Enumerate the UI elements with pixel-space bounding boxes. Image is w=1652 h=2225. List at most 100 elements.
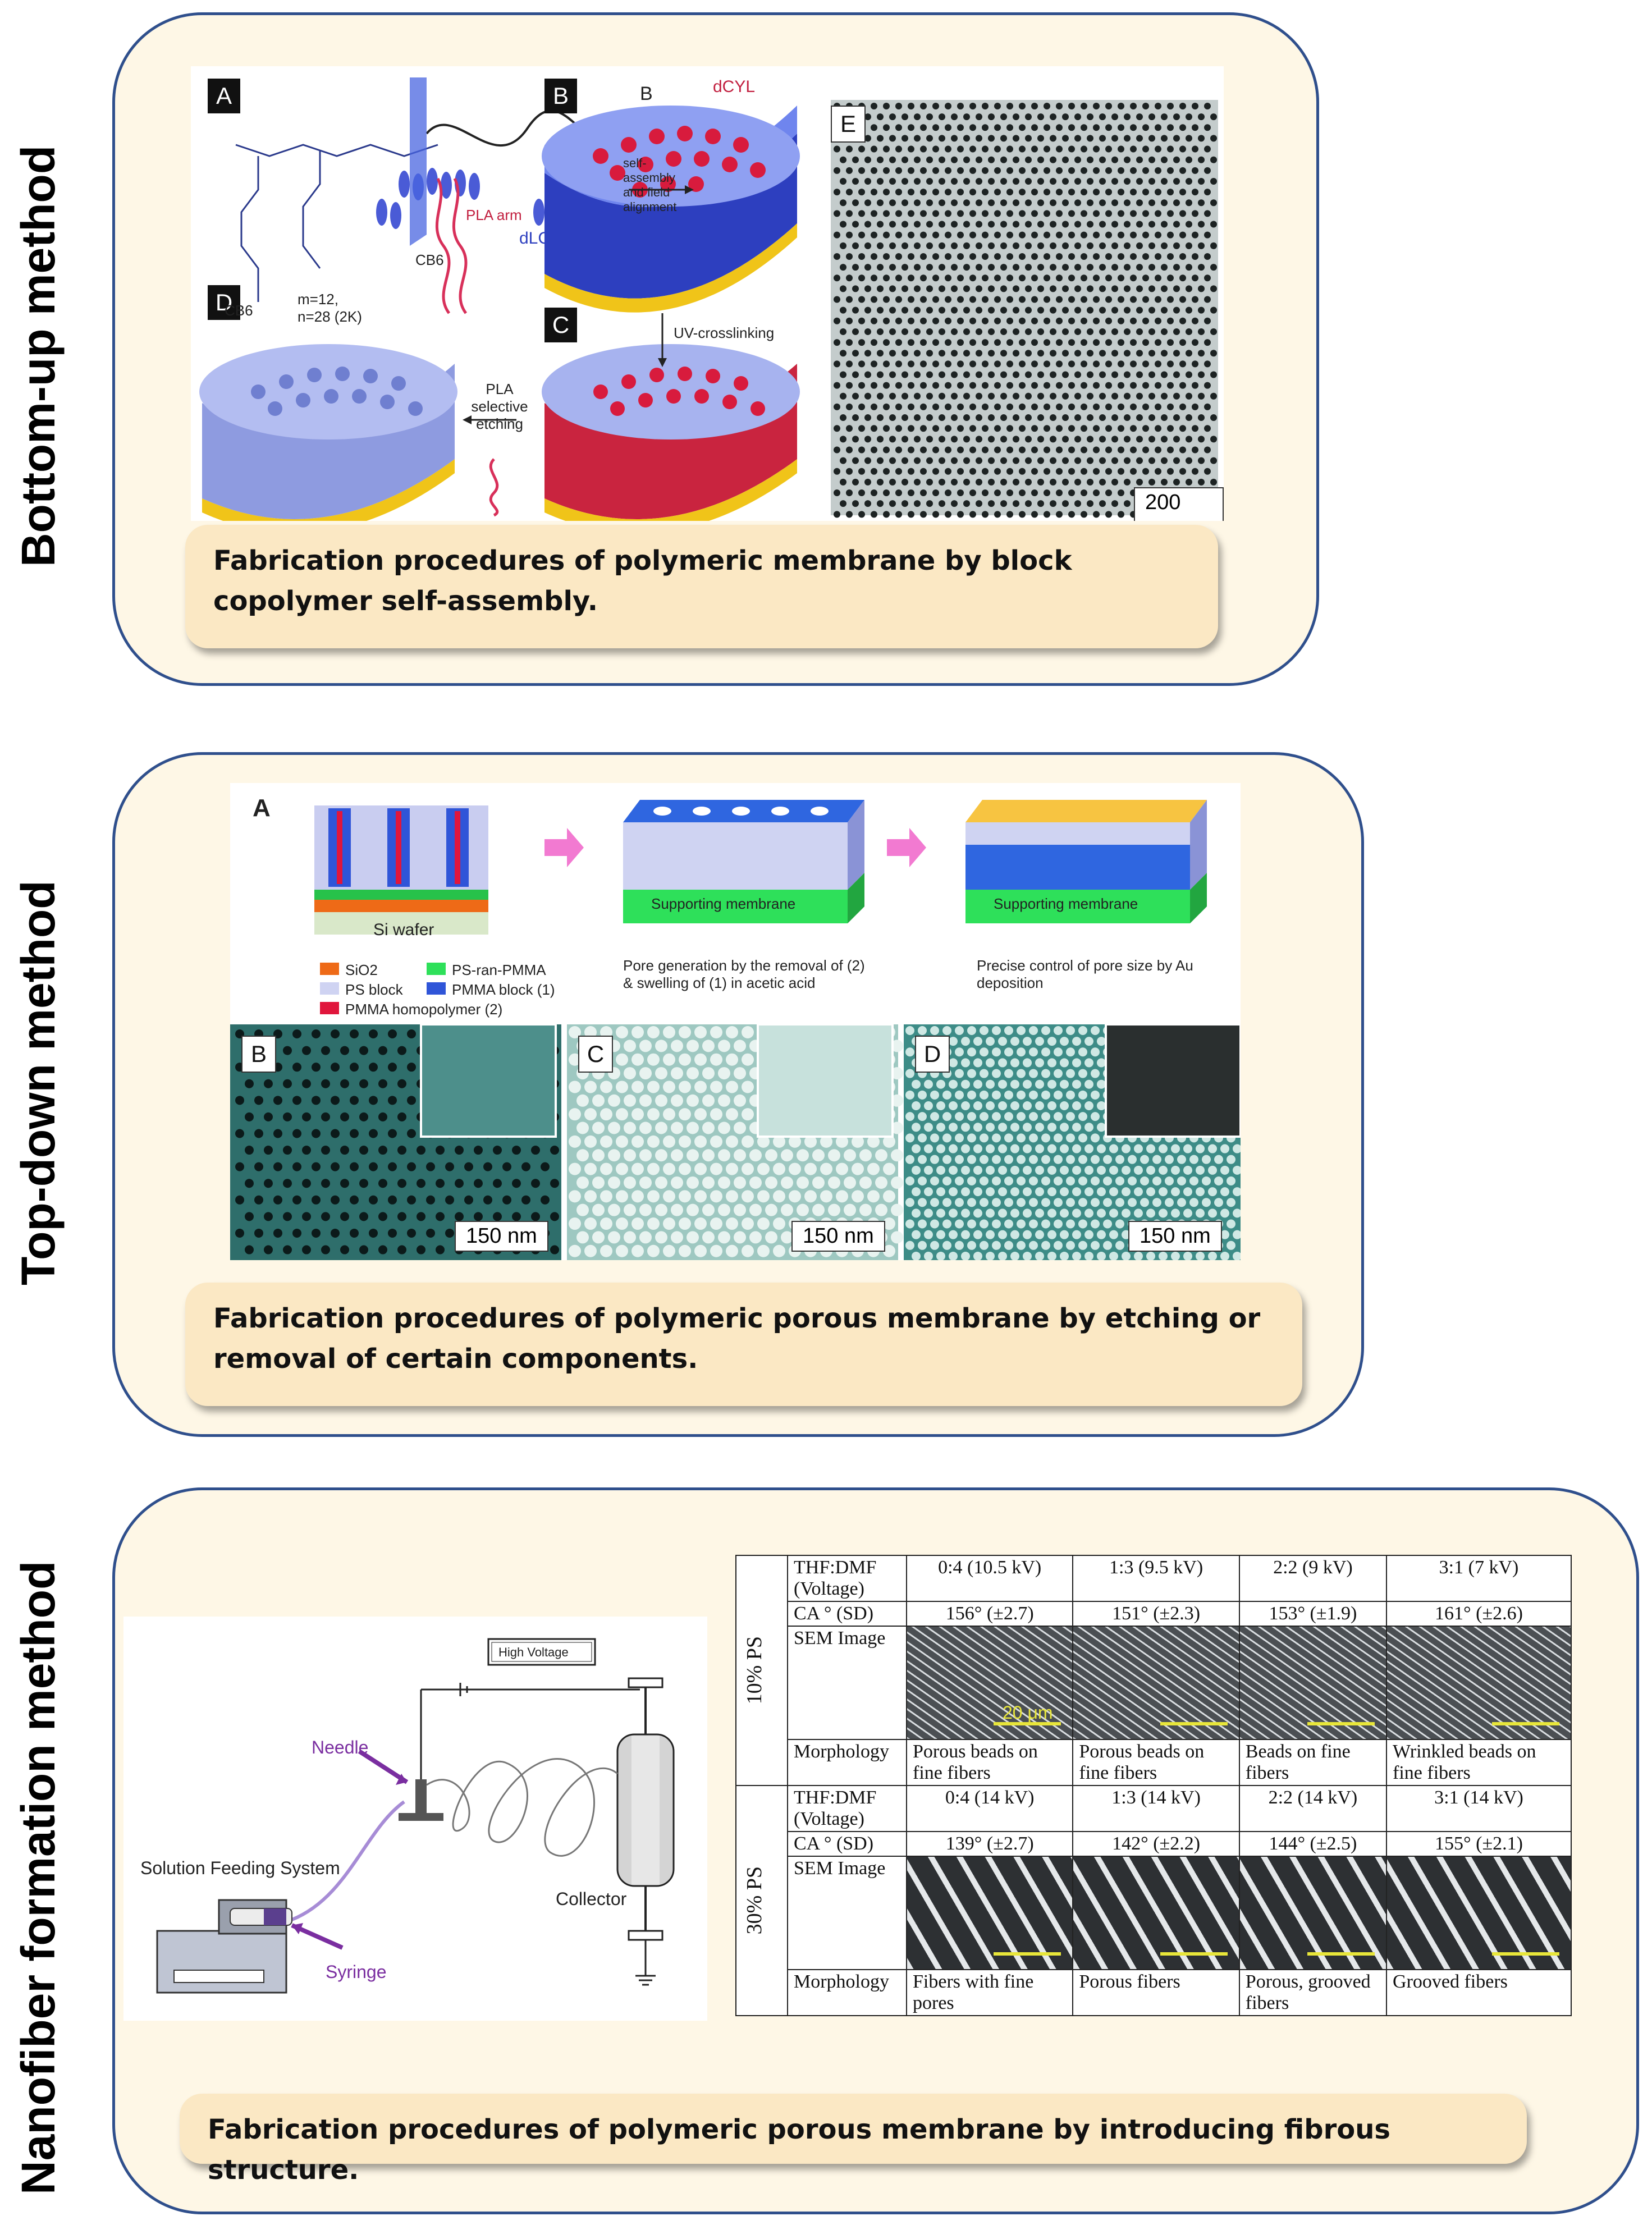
- top-down-label-b: B: [241, 1036, 276, 1073]
- header-cell: 3:1 (7 kV): [1386, 1555, 1572, 1602]
- chain-length-label: m=12, n=28 (2K): [298, 291, 362, 325]
- bottom-up-caption: Fabrication procedures of polymeric memb…: [185, 525, 1218, 648]
- sem-image: [1238, 1626, 1388, 1740]
- ca-cell: 161° (±2.6): [1386, 1601, 1572, 1627]
- top-down-caption: Fabrication procedures of polymeric poro…: [185, 1283, 1302, 1406]
- pla-etching-label: PLA selective etching: [471, 381, 528, 432]
- header-cell: 1:3 (14 kV): [1072, 1785, 1240, 1832]
- table-row: SEM Image 20 μm: [736, 1626, 1572, 1740]
- header-cell: 2:2 (14 kV): [1238, 1785, 1388, 1832]
- top-down-label-c: C: [578, 1036, 613, 1073]
- ca-cell: 144° (±2.5): [1238, 1831, 1388, 1857]
- table-row: Morphology Porous beads on fine fibers P…: [736, 1739, 1572, 1786]
- ca-label: CA ° (SD): [787, 1831, 907, 1857]
- morphology-label: Morphology: [787, 1739, 907, 1786]
- top-down-diagram: [230, 800, 1241, 1260]
- syringe-label: Syringe: [326, 1962, 387, 1982]
- sem-image: [1072, 1626, 1240, 1740]
- ca-cell: 139° (±2.7): [905, 1831, 1074, 1857]
- electrospinning-setup: High Voltage Needle Solution Feeding Sys…: [123, 1617, 707, 2021]
- sem-image: [1386, 1626, 1572, 1740]
- legend-sio2: SiO2: [345, 962, 378, 978]
- header-label: THF:DMF (Voltage): [787, 1785, 907, 1832]
- morph-cell: Porous, grooved fibers: [1238, 1969, 1388, 2016]
- morph-cell: Porous beads on fine fibers: [905, 1739, 1074, 1786]
- sem-label: SEM Image: [787, 1856, 907, 1970]
- sem-image: [905, 1856, 1074, 1970]
- sem-c-grains: [569, 1026, 903, 1257]
- sem-c-scale: 150 nm: [791, 1221, 885, 1252]
- header-cell: 0:4 (14 kV): [905, 1785, 1074, 1832]
- legend-pmma-block: PMMA block (1): [452, 981, 555, 998]
- ca-cell: 153° (±1.9): [1238, 1601, 1388, 1627]
- ca-label: CA ° (SD): [787, 1601, 907, 1627]
- sem-label: SEM Image: [787, 1626, 907, 1740]
- top-down-label-d: D: [915, 1036, 950, 1073]
- table-row: SEM Image: [736, 1856, 1572, 1970]
- panel-label-c: C: [544, 308, 577, 342]
- ca-cell: 155° (±2.1): [1386, 1831, 1572, 1857]
- legend-ps-ran-pmma: PS-ran-PMMA: [452, 962, 546, 978]
- top-down-figure: A Si wafer Supporting membrane Supportin…: [230, 783, 1241, 1260]
- bottom-up-side-label: Bottom-up method: [12, 145, 65, 567]
- cb6-label-2: CB6: [225, 302, 253, 319]
- sem-b-scale: 150 nm: [455, 1221, 548, 1252]
- ca-cell: 156° (±2.7): [905, 1601, 1074, 1627]
- group-label-30ps: 30% PS: [743, 1866, 766, 1935]
- self-assembly-label: self-assembly and field alignment: [623, 156, 677, 214]
- solution-feeding-label: Solution Feeding System: [140, 1858, 340, 1878]
- field-b-label: B: [640, 83, 653, 104]
- step3-text: Precise control of pore size by Au depos…: [977, 957, 1193, 991]
- ca-cell: 142° (±2.2): [1072, 1831, 1240, 1857]
- sem-e-pores: [834, 103, 1217, 518]
- sem-image: [1386, 1856, 1572, 1970]
- nanofiber-side-label: Nanofiber formation method: [12, 1560, 65, 2195]
- morph-cell: Grooved fibers: [1386, 1969, 1572, 2016]
- collector-label: Collector: [556, 1889, 627, 1909]
- header-cell: 1:3 (9.5 kV): [1072, 1555, 1240, 1602]
- top-down-label-a: A: [253, 794, 271, 822]
- supporting-membrane-2: Supporting membrane: [994, 895, 1138, 912]
- morph-cell: Beads on fine fibers: [1238, 1739, 1388, 1786]
- header-cell: 0:4 (10.5 kV): [905, 1555, 1074, 1602]
- d-cyl-label: dCYL: [713, 77, 756, 96]
- table-row: 10% PS THF:DMF (Voltage) 0:4 (10.5 kV) 1…: [735, 1555, 1572, 1786]
- step2-text: Pore generation by the removal of (2) & …: [623, 957, 865, 991]
- table-row: CA ° (SD) 139° (±2.7) 142° (±2.2) 144° (…: [736, 1831, 1572, 1857]
- panel-label-b: B: [544, 79, 577, 113]
- panel-label-d: D: [208, 285, 240, 320]
- uv-crosslinking-label: UV-crosslinking: [674, 324, 775, 341]
- supporting-membrane-1: Supporting membrane: [651, 895, 796, 912]
- morphology-label: Morphology: [787, 1969, 907, 2016]
- morph-cell: Wrinkled beads on fine fibers: [1386, 1739, 1572, 1786]
- table-row: 30% PS THF:DMF (Voltage) 0:4 (14 kV) 1:3…: [735, 1785, 1572, 2016]
- header-cell: 3:1 (14 kV): [1386, 1785, 1572, 1832]
- high-voltage-label: High Voltage: [498, 1645, 569, 1659]
- needle-label: Needle: [312, 1737, 369, 1757]
- table-row: CA ° (SD) 156° (±2.7) 151° (±2.3) 153° (…: [736, 1601, 1572, 1627]
- electrospinning-results-table: 10% PS THF:DMF (Voltage) 0:4 (10.5 kV) 1…: [735, 1555, 1572, 2016]
- group-label-10ps: 10% PS: [743, 1636, 766, 1705]
- header-label: THF:DMF (Voltage): [787, 1555, 907, 1602]
- morph-cell: Porous fibers: [1072, 1969, 1240, 2016]
- morph-cell: Fibers with fine pores: [905, 1969, 1074, 2016]
- block-copolymer-figure: A B C D E self-assembly and field alignm…: [191, 66, 1224, 521]
- pla-arm-label: PLA arm: [466, 207, 522, 223]
- sem-e-scale-bar: 200 nm: [1134, 487, 1224, 521]
- d-lc-label: dLC: [519, 229, 551, 248]
- sem-scale-label: 20 μm: [1003, 1702, 1053, 1723]
- cb6-label: CB6: [415, 251, 444, 268]
- sem-image: [1072, 1856, 1240, 1970]
- si-wafer-label: Si wafer: [373, 921, 434, 939]
- block-copolymer-diagram: [199, 77, 1218, 521]
- panel-label-e: E: [831, 106, 866, 143]
- ca-cell: 151° (±2.3): [1072, 1601, 1240, 1627]
- sem-image: 20 μm: [905, 1626, 1074, 1740]
- panel-label-a: A: [208, 79, 240, 113]
- top-down-side-label: Top-down method: [12, 880, 65, 1285]
- legend-ps-block: PS block: [345, 981, 403, 998]
- morph-cell: Porous beads on fine fibers: [1072, 1739, 1240, 1786]
- table-row: Morphology Fibers with fine pores Porous…: [736, 1969, 1572, 2016]
- sem-d-scale: 150 nm: [1128, 1221, 1222, 1252]
- sem-image: [1238, 1856, 1388, 1970]
